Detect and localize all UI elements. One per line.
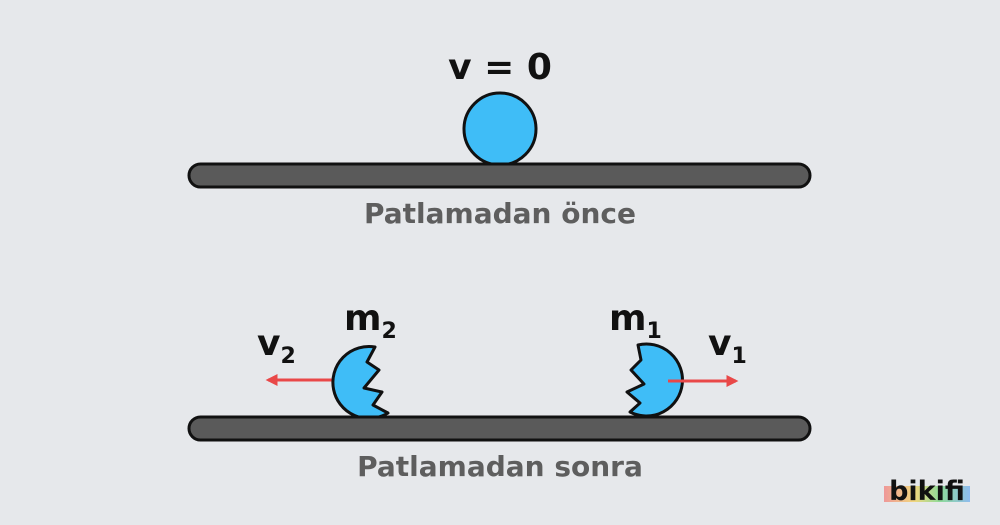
fragment-m1 (625, 342, 684, 418)
brand-logo: bikifi (889, 476, 965, 507)
surface-top (187, 162, 812, 189)
surface-bottom (187, 415, 812, 442)
velocity-label-v2: v2 (257, 323, 296, 369)
fragment-m2 (331, 344, 390, 420)
brand-underline (884, 486, 970, 502)
velocity-label-v1: v1 (708, 323, 747, 369)
caption-before: Patlamadan önce (364, 197, 636, 230)
caption-after: Patlamadan sonra (357, 450, 643, 483)
ball-before (462, 91, 538, 167)
mass-label-m1: m1 (609, 298, 662, 344)
velocity-zero-label: v = 0 (448, 47, 552, 88)
mass-label-m2: m2 (344, 298, 397, 344)
